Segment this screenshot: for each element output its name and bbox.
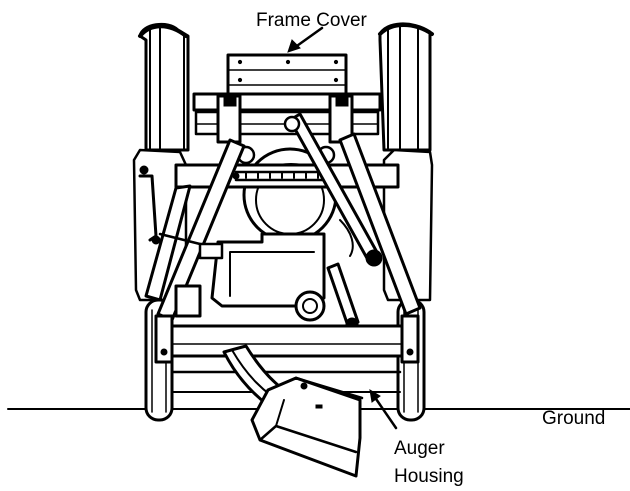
frame-cover xyxy=(228,55,346,95)
auger-housing xyxy=(224,346,362,476)
auger-housing-label-line1: Auger xyxy=(394,438,445,459)
ground-label: Ground xyxy=(542,408,605,429)
frame-cover-arrow xyxy=(288,28,322,52)
frame-cover-label: Frame Cover xyxy=(256,10,368,31)
auger-housing-label-line2: Housing xyxy=(394,466,464,487)
